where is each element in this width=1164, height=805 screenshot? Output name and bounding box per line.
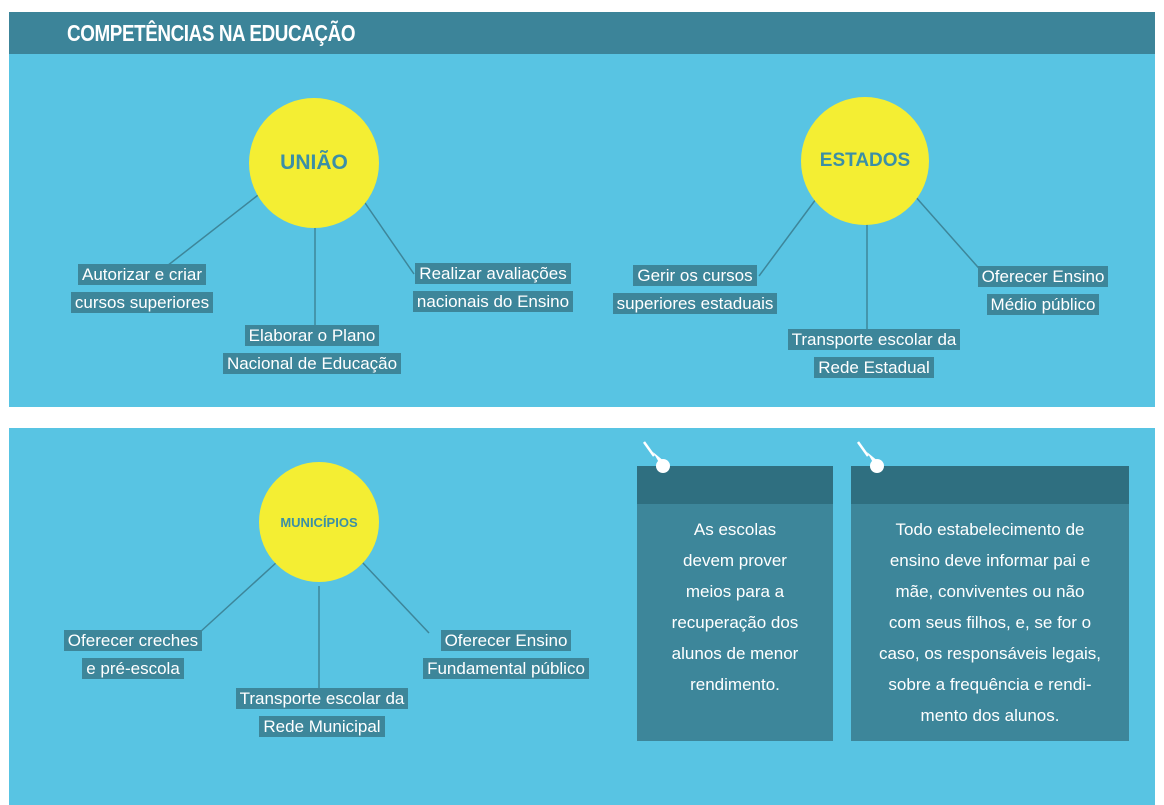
pushpin-icon xyxy=(856,441,884,473)
estados-label: ESTADOS xyxy=(819,150,911,171)
municipios-label: MUNICÍPIOS xyxy=(280,514,358,530)
uniao-circle: UNIÃO xyxy=(249,98,379,228)
municipios-item-2: Transporte escolar da Rede Municipal xyxy=(217,685,427,741)
connector-municipios-left xyxy=(198,561,278,634)
bottom-panel: MUNICÍPIOS Oferecer creches e pré-escola… xyxy=(9,428,1155,805)
uniao-item-2: Elaborar o Plano Nacional de Educação xyxy=(207,322,417,378)
uniao-label: UNIÃO xyxy=(280,151,348,174)
pushpin-icon xyxy=(642,441,670,473)
connector-estados-right xyxy=(913,194,985,275)
note-card-1: As escolas devem prover meios para a rec… xyxy=(637,466,833,741)
connector-estados-left xyxy=(758,194,820,277)
municipios-item-3: Oferecer Ensino Fundamental público xyxy=(411,627,601,683)
estados-item-1: Gerir os cursos superiores estaduais xyxy=(597,262,793,318)
note-card-header xyxy=(851,466,1129,504)
note-card-2: Todo estabelecimento de ensino deve info… xyxy=(851,466,1129,741)
note-card-text: As escolas devem prover meios para a rec… xyxy=(671,520,799,694)
uniao-item-1: Autorizar e criar cursos superiores xyxy=(57,261,227,317)
uniao-item-3: Realizar avaliações nacionais do Ensino xyxy=(401,260,585,316)
page-title: COMPETÊNCIAS NA EDUCAÇÃO xyxy=(67,20,356,46)
estados-item-3: Oferecer Ensino Médio público xyxy=(967,263,1119,319)
estados-item-2: Transporte escolar da Rede Estadual xyxy=(765,326,983,382)
connector-lines-top xyxy=(148,184,985,337)
estados-circle: ESTADOS xyxy=(801,97,929,225)
municipios-circle: MUNICÍPIOS xyxy=(259,462,379,582)
top-panel: COMPETÊNCIAS NA EDUCAÇÃO UNIÃO ESTADOS A… xyxy=(9,12,1155,407)
connector-lines-bottom xyxy=(198,561,430,690)
header-bar: COMPETÊNCIAS NA EDUCAÇÃO xyxy=(9,12,1155,54)
note-card-text: Todo estabelecimento de ensino deve info… xyxy=(878,520,1102,725)
municipios-item-1: Oferecer creches e pré-escola xyxy=(63,627,203,683)
connector-municipios-right xyxy=(361,561,430,634)
note-card-header xyxy=(637,466,833,504)
